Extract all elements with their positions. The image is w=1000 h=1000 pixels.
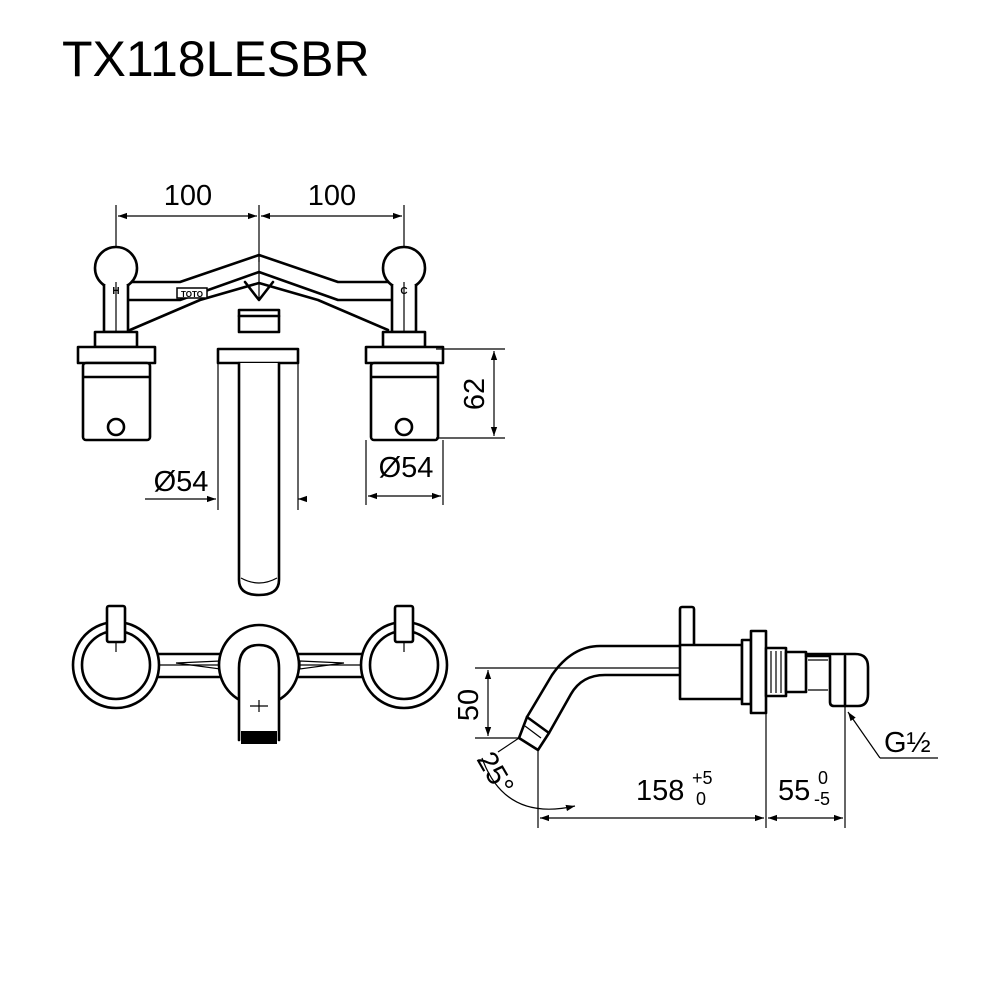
bridge-body: TOTO bbox=[116, 253, 400, 332]
spacing-right-label: 100 bbox=[308, 180, 356, 212]
model-title: TX118LESBR bbox=[62, 31, 370, 87]
front-view: 100 100 TOTO H bbox=[76, 180, 505, 597]
brand-label: TOTO bbox=[181, 290, 203, 299]
angle-label: 25° bbox=[470, 747, 520, 801]
spout-height-dimension: 50 bbox=[453, 667, 680, 739]
projection-tolerance-upper: +5 bbox=[692, 768, 713, 788]
spacing-dimension: 100 100 bbox=[115, 180, 405, 262]
side-view bbox=[517, 605, 870, 752]
diameter-left-label: Ø54 bbox=[154, 466, 209, 498]
left-handle: H bbox=[76, 245, 157, 442]
spout-height-label: 50 bbox=[453, 689, 485, 721]
projection-value: 158 bbox=[636, 775, 684, 807]
diameter-right-label: Ø54 bbox=[379, 452, 434, 484]
brand-plate bbox=[176, 287, 208, 299]
right-handle: C bbox=[364, 245, 445, 442]
wall-depth-value: 55 bbox=[778, 775, 810, 807]
cold-marker: C bbox=[400, 286, 407, 297]
projection-dimensions: 158 +5 0 55 0 -5 bbox=[540, 706, 846, 828]
angle-dimension: 25° bbox=[470, 737, 576, 828]
thread-label: G½ bbox=[884, 727, 931, 759]
projection-tolerance-lower: 0 bbox=[696, 789, 706, 809]
wall-depth-tolerance-upper: 0 bbox=[818, 768, 828, 788]
height-dimension: 62 bbox=[436, 348, 505, 439]
spout-front bbox=[216, 308, 300, 597]
thread-callout: G½ bbox=[847, 711, 938, 759]
spacing-left-label: 100 bbox=[164, 180, 212, 212]
hot-marker: H bbox=[112, 286, 119, 297]
handle-height-label: 62 bbox=[459, 378, 491, 410]
diameter-left-dimension: Ø54 bbox=[145, 363, 307, 510]
diameter-right-dimension: Ø54 bbox=[365, 440, 444, 505]
top-view bbox=[71, 604, 449, 744]
wall-depth-tolerance-lower: -5 bbox=[814, 789, 830, 809]
